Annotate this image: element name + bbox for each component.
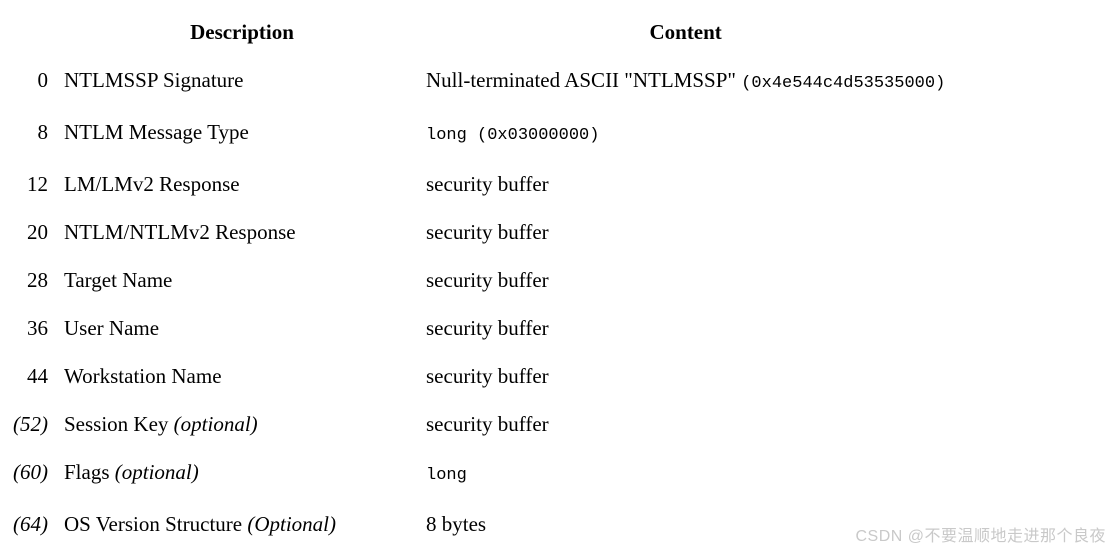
cell-description: OS Version Structure (Optional) xyxy=(48,500,420,548)
description-text: Target Name xyxy=(64,268,173,292)
content-text: 8 bytes xyxy=(426,512,487,536)
description-optional-marker: (optional) xyxy=(173,412,258,436)
description-text: NTLMSSP Signature xyxy=(64,68,244,92)
table-row: 36 User Name security buffer xyxy=(0,304,945,352)
table-row: 28 Target Name security buffer xyxy=(0,256,945,304)
column-header-description: Description xyxy=(190,20,294,44)
description-text: OS Version Structure xyxy=(64,512,243,536)
cell-content: security buffer xyxy=(420,160,945,208)
content-mono-value: long (0x03000000) xyxy=(426,126,600,145)
cell-content: security buffer xyxy=(420,208,945,256)
cell-offset: 36 xyxy=(27,316,48,340)
content-text: security buffer xyxy=(426,412,549,436)
table-row: (64)OS Version Structure (Optional)8 byt… xyxy=(0,500,945,548)
cell-offset: (64) xyxy=(13,512,48,536)
cell-description: User Name xyxy=(48,304,420,352)
content-text: security buffer xyxy=(426,316,549,340)
cell-offset: 44 xyxy=(27,364,48,388)
cell-description: Workstation Name xyxy=(48,352,420,400)
cell-content: long xyxy=(420,448,945,500)
content-text: security buffer xyxy=(426,364,549,388)
description-text: Workstation Name xyxy=(64,364,222,388)
cell-content: long (0x03000000) xyxy=(420,108,945,160)
content-text: security buffer xyxy=(426,220,549,244)
table-row: 0 NTLMSSP Signature Null-terminated ASCII … xyxy=(0,56,946,108)
cell-content: security buffer xyxy=(420,256,945,304)
description-optional-marker: (optional) xyxy=(114,460,199,484)
description-text: NTLM Message Type xyxy=(64,120,249,144)
cell-description: NTLM Message Type xyxy=(48,108,420,160)
cell-description: Session Key (optional) xyxy=(48,400,420,448)
cell-offset: 12 xyxy=(27,172,48,196)
cell-content: security buffer xyxy=(420,352,945,400)
content-text: security buffer xyxy=(426,172,549,196)
cell-content: Null-terminated ASCII "NTLMSSP" (0x4e544… xyxy=(420,56,945,108)
table-row: 44 Workstation Name security buffer xyxy=(0,352,945,400)
cell-description: NTLMSSP Signature xyxy=(48,56,420,108)
table-row: (52)Session Key (optional)security buffe… xyxy=(0,400,945,448)
description-text: User Name xyxy=(64,316,160,340)
cell-offset: 8 xyxy=(37,120,49,144)
content-text: Null-terminated ASCII "NTLMSSP" xyxy=(426,68,736,92)
description-text: LM/LMv2 Response xyxy=(64,172,240,196)
cell-offset: 0 xyxy=(37,68,49,92)
csdn-watermark: CSDN @不要温顺地走进那个良夜 xyxy=(855,528,1106,545)
table-row: 12 LM/LMv2 Response security buffer xyxy=(0,160,945,208)
cell-content: security buffer xyxy=(420,400,945,448)
description-text: Flags xyxy=(64,460,110,484)
column-header-content: Content xyxy=(649,20,722,44)
table-body: 0 NTLMSSP Signature Null-terminated ASCII … xyxy=(0,56,945,548)
content-text: security buffer xyxy=(426,268,549,292)
table-header: Description Content xyxy=(0,8,945,56)
cell-offset: (52) xyxy=(13,412,48,436)
cell-offset: 28 xyxy=(27,268,48,292)
cell-offset: (60) xyxy=(13,460,48,484)
cell-offset: 20 xyxy=(27,220,48,244)
description-text: NTLM/NTLMv2 Response xyxy=(64,220,296,244)
cell-description: Flags (optional) xyxy=(48,448,420,500)
table-row: 20 NTLM/NTLMv2 Response security buffer xyxy=(0,208,945,256)
description-text: Session Key xyxy=(64,412,169,436)
description-optional-marker: (Optional) xyxy=(247,512,337,536)
cell-content: 8 bytes xyxy=(420,500,945,548)
cell-description: NTLM/NTLMv2 Response xyxy=(48,208,420,256)
cell-description: Target Name xyxy=(48,256,420,304)
table-row: (60)Flags (optional)long xyxy=(0,448,945,500)
cell-content: security buffer xyxy=(420,304,945,352)
content-mono-value: (0x4e544c4d53535000) xyxy=(741,74,946,93)
content-mono-value: long xyxy=(426,466,467,485)
ntlm-message-structure-table: Description Content 0 NTLMSSP Signature Nu… xyxy=(0,8,945,548)
table-row: 8 NTLM Message Type long (0x03000000) xyxy=(0,108,945,160)
column-header-offset xyxy=(0,8,48,56)
table-header-row: Description Content xyxy=(0,8,945,56)
cell-description: LM/LMv2 Response xyxy=(48,160,420,208)
